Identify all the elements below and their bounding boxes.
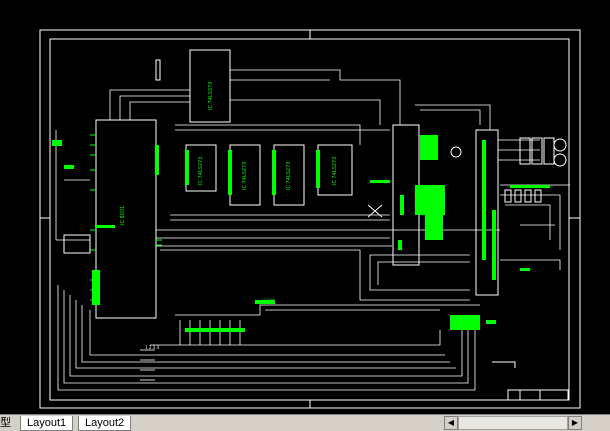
- inner-frame: [49, 38, 570, 401]
- reg-4-label: IC 74LS273: [332, 157, 338, 185]
- layout-tab-bar: 型 Layout1 Layout2 ◀ ▶: [0, 414, 610, 431]
- chip-latch: [189, 49, 231, 123]
- scroll-left-icon: ◀: [447, 418, 455, 427]
- schematic-svg: IC 8031 IC 74LS373 IC 74LS273 IC 74LS273…: [39, 29, 581, 409]
- reg-1-label: IC 74LS273: [198, 157, 204, 185]
- tab-layout1[interactable]: Layout1: [20, 416, 74, 431]
- title-block: [507, 389, 569, 401]
- tab-layout1-label: Layout1: [27, 417, 67, 429]
- drawing-canvas[interactable]: IC 8031 IC 74LS373 IC 74LS273 IC 74LS273…: [0, 0, 610, 414]
- scroll-left-button[interactable]: ◀: [444, 416, 458, 430]
- chip-right-2: [475, 129, 499, 296]
- horizontal-scrollbar[interactable]: [458, 416, 568, 430]
- connector-3: [553, 153, 567, 167]
- small-label-2: 1 2 3 4: [145, 345, 159, 350]
- tab-layout2[interactable]: Layout2: [78, 416, 132, 431]
- tab-layout2-label: Layout2: [85, 417, 125, 429]
- latch-label: IC 74LS373: [208, 82, 214, 110]
- connector-1: [450, 146, 462, 158]
- chip-cpu: [95, 119, 157, 319]
- connector-2: [553, 138, 567, 152]
- cpu-label: IC 8031: [120, 206, 126, 225]
- reg-2-label: IC 74LS273: [242, 162, 248, 190]
- small-label-1: LS244: [262, 298, 275, 303]
- scroll-right-icon: ▶: [571, 418, 579, 427]
- reg-3-label: IC 74LS273: [286, 162, 292, 190]
- scroll-right-button[interactable]: ▶: [568, 416, 582, 430]
- partial-label: 型: [0, 416, 11, 429]
